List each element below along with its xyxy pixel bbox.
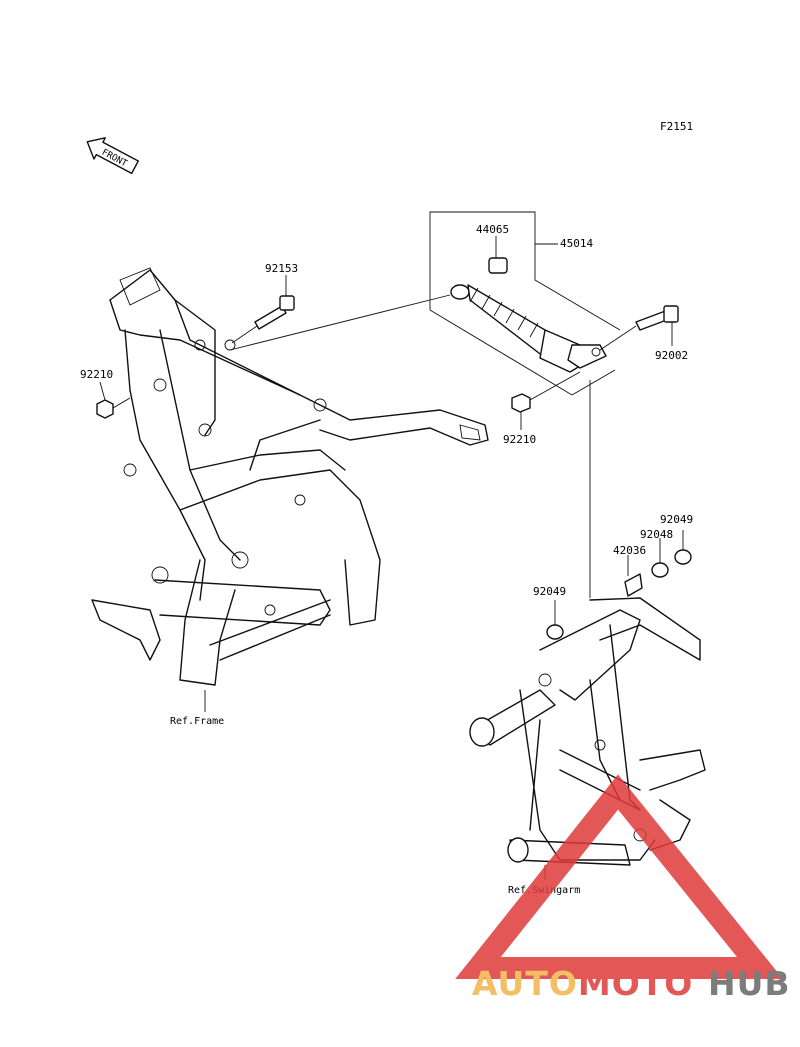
part-label-92153: 92153 <box>265 262 298 275</box>
part-label-44065: 44065 <box>476 223 509 236</box>
frame-illustration <box>91 267 489 686</box>
logo-text-part2: HUB <box>708 964 791 1003</box>
logo-text-part1: AUTOMOTO <box>472 964 693 1003</box>
ref-frame-label: Ref.Frame <box>170 716 224 727</box>
part-label-92049-left: 92049 <box>533 585 566 598</box>
part-label-92210-right: 92210 <box>503 433 536 446</box>
automotohub-logo: AUTOMOTO HUB <box>455 774 791 1003</box>
shock-absorber-illustration <box>229 211 679 598</box>
part-label-92048: 92048 <box>640 528 673 541</box>
part-label-42036: 42036 <box>613 544 646 557</box>
nut-92210-left-illustration <box>96 397 131 419</box>
part-label-92210-left: 92210 <box>80 368 113 381</box>
front-arrow-icon: FRONT <box>86 137 139 175</box>
part-label-45014: 45014 <box>560 237 593 250</box>
bolt-92153-illustration <box>231 295 295 344</box>
leader-92210-left <box>99 381 106 401</box>
figure-code: F2151 <box>660 120 693 133</box>
part-label-92002: 92002 <box>655 349 688 362</box>
part-label-92049-top: 92049 <box>660 513 693 526</box>
